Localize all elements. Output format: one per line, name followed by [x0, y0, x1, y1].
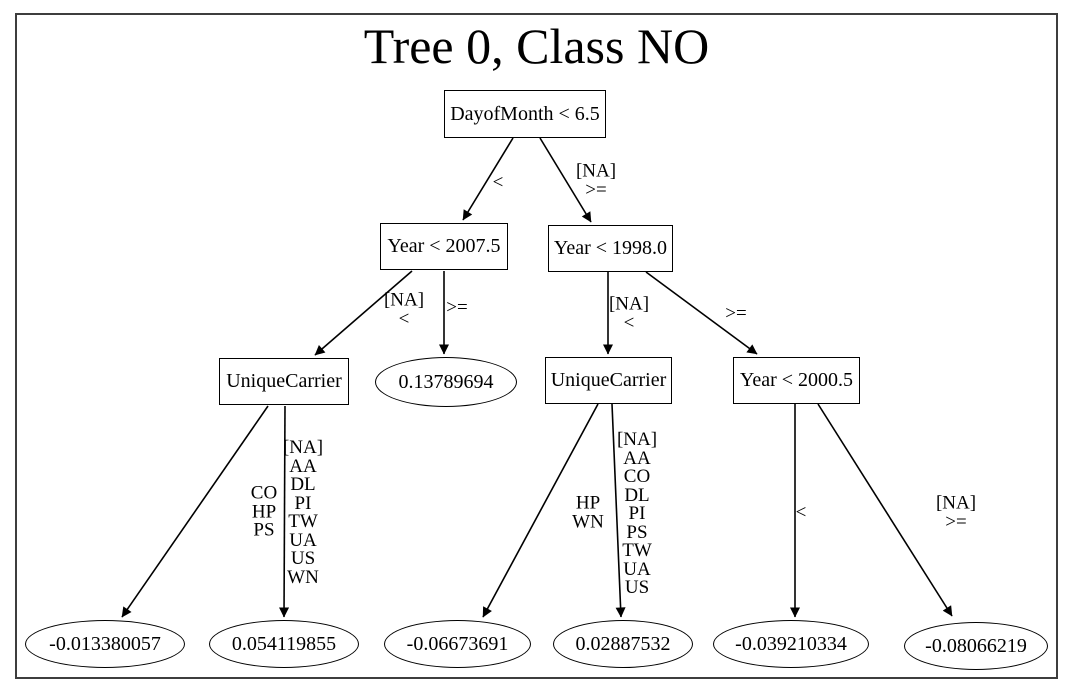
diagram-border-frame	[15, 13, 1058, 679]
edge-carrier-left-to-leaf2	[279, 405, 290, 618]
leaf-value: 0.054119855	[209, 620, 359, 668]
edge-label-year1998-right: >=	[725, 302, 747, 324]
node-uniquecarrier-left: UniqueCarrier	[219, 358, 349, 405]
edge-label-carrier-right-right: [NA] AA CO DL PI PS TW UA US	[616, 428, 658, 598]
edge-carrier-left-to-leaf1	[121, 405, 269, 618]
leaf-value: -0.08066219	[904, 622, 1048, 670]
edge-carrier-right-to-leaf1	[482, 403, 599, 618]
edge-label-root-left: <	[492, 171, 504, 193]
leaf-value: -0.013380057	[25, 620, 185, 668]
leaf-value: -0.039210334	[713, 620, 869, 668]
leaf-value: -0.06673691	[384, 620, 531, 668]
edge-label-carrier-left-left: CO HP PS	[250, 482, 278, 541]
node-uniquecarrier-right: UniqueCarrier	[545, 357, 672, 404]
edge-label-carrier-left-right: [NA] AA DL PI TW UA US WN	[282, 437, 324, 588]
node-year-2000: Year < 2000.5	[733, 357, 860, 404]
edge-label-year2007-left: [NA] <	[383, 289, 425, 329]
node-root-dayofmonth: DayofMonth < 6.5	[444, 90, 606, 138]
edge-year1998-to-year2000	[645, 271, 758, 355]
edge-label-year1998-left: [NA] <	[608, 293, 650, 333]
edge-carrier-right-to-leaf2	[611, 403, 626, 618]
node-year-1998: Year < 1998.0	[548, 225, 673, 272]
leaf-value: 0.13789694	[375, 357, 517, 407]
edge-label-root-right: [NA] >=	[575, 160, 617, 200]
node-year-2007: Year < 2007.5	[380, 223, 508, 270]
edge-year2007-to-carrier-left	[314, 270, 413, 356]
edge-label-year2007-right: >=	[446, 296, 468, 318]
edge-year2000-to-leaf2	[817, 403, 953, 617]
edge-label-year2000-left: <	[795, 501, 807, 523]
edge-root-to-year2007	[462, 137, 514, 221]
diagram-title: Tree 0, Class NO	[363, 18, 710, 74]
edge-label-carrier-right-left: HP WN	[572, 492, 604, 532]
edge-root-to-year1998	[539, 137, 592, 223]
leaf-value: 0.02887532	[553, 620, 693, 668]
edge-label-year2000-right: [NA] >=	[935, 492, 977, 532]
